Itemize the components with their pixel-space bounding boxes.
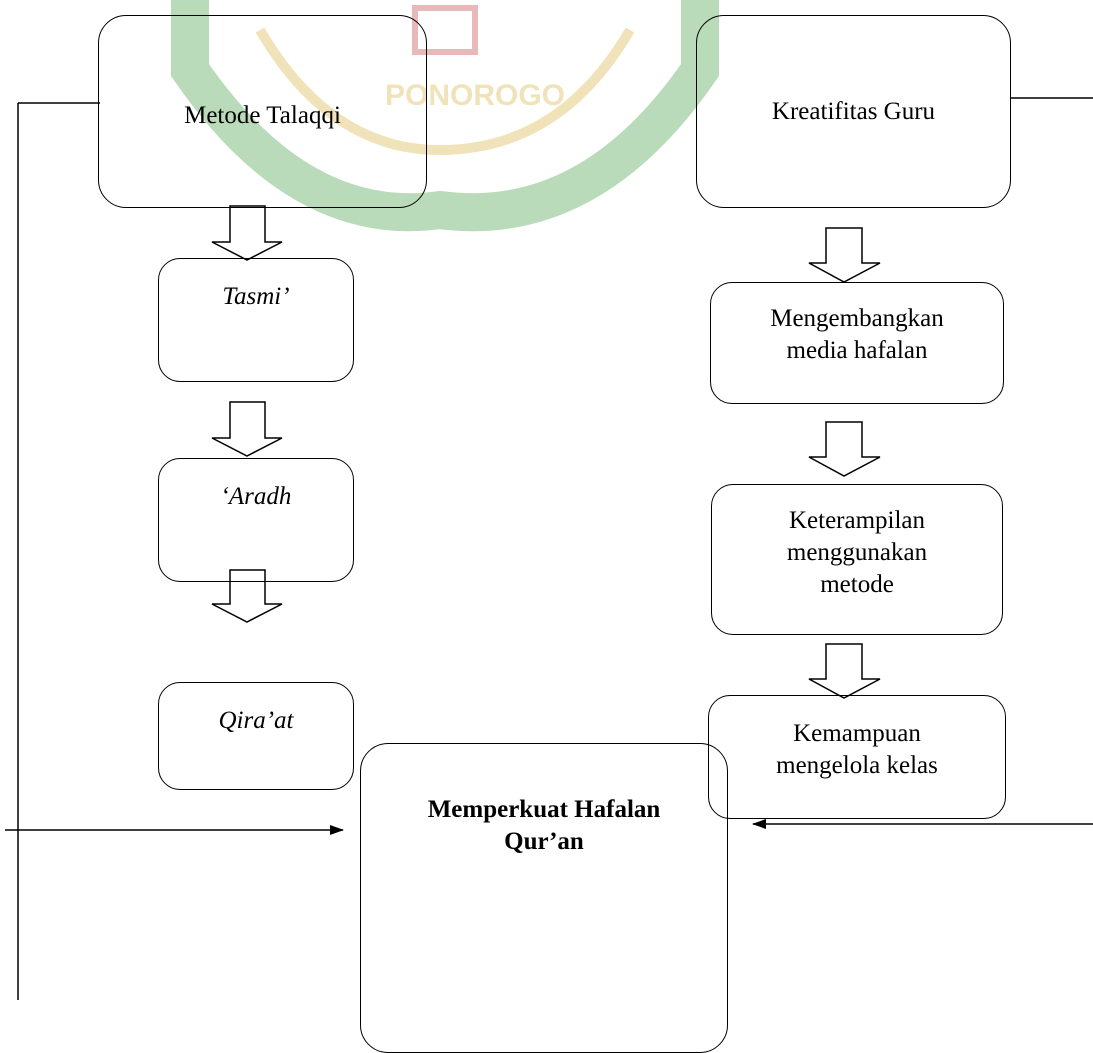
kreatifitas-guru-label: Kreatifitas Guru xyxy=(771,98,936,125)
media-hafalan-line-1: Mengembangkan xyxy=(770,305,944,332)
block-arrow-right-2 xyxy=(808,421,881,477)
goal-line-1: Memperkuat Hafalan xyxy=(427,796,661,823)
media-hafalan-line-2: media hafalan xyxy=(786,337,928,364)
keterampilan-line-1: Keterampilan xyxy=(788,507,926,534)
qiraat-label: Qira’at xyxy=(218,707,294,734)
block-arrow-right-3 xyxy=(808,643,881,699)
keterampilan-box: Keterampilan menggunakan metode xyxy=(711,484,1003,635)
block-arrow-left-3 xyxy=(211,569,283,623)
block-arrow-right-1 xyxy=(808,227,881,283)
kemampuan-line-2: mengelola kelas xyxy=(776,752,938,779)
metode-talaqqi-box: Metode Talaqqi xyxy=(98,15,427,208)
metode-talaqqi-label: Metode Talaqqi xyxy=(184,102,341,129)
media-hafalan-box: Mengembangkan media hafalan xyxy=(710,282,1004,404)
kemampuan-line-1: Kemampuan xyxy=(793,720,921,747)
block-arrow-left-1 xyxy=(211,205,283,261)
watermark-text: PONOROGO xyxy=(385,79,565,112)
tasmi-label: Tasmi’ xyxy=(222,283,290,310)
aradh-box: ‘Aradh xyxy=(158,458,354,582)
keterampilan-line-2: menggunakan xyxy=(786,539,928,566)
goal-line-2: Qur’an xyxy=(504,828,584,855)
goal-box: Memperkuat Hafalan Qur’an xyxy=(360,743,728,1053)
tasmi-box: Tasmi’ xyxy=(158,258,354,382)
aradh-label: ‘Aradh xyxy=(220,483,292,510)
kemampuan-box: Kemampuan mengelola kelas xyxy=(708,695,1006,819)
qiraat-box: Qira’at xyxy=(158,682,354,790)
kreatifitas-guru-box: Kreatifitas Guru xyxy=(696,15,1011,208)
block-arrow-left-2 xyxy=(211,401,283,457)
keterampilan-line-3: metode xyxy=(820,571,894,598)
